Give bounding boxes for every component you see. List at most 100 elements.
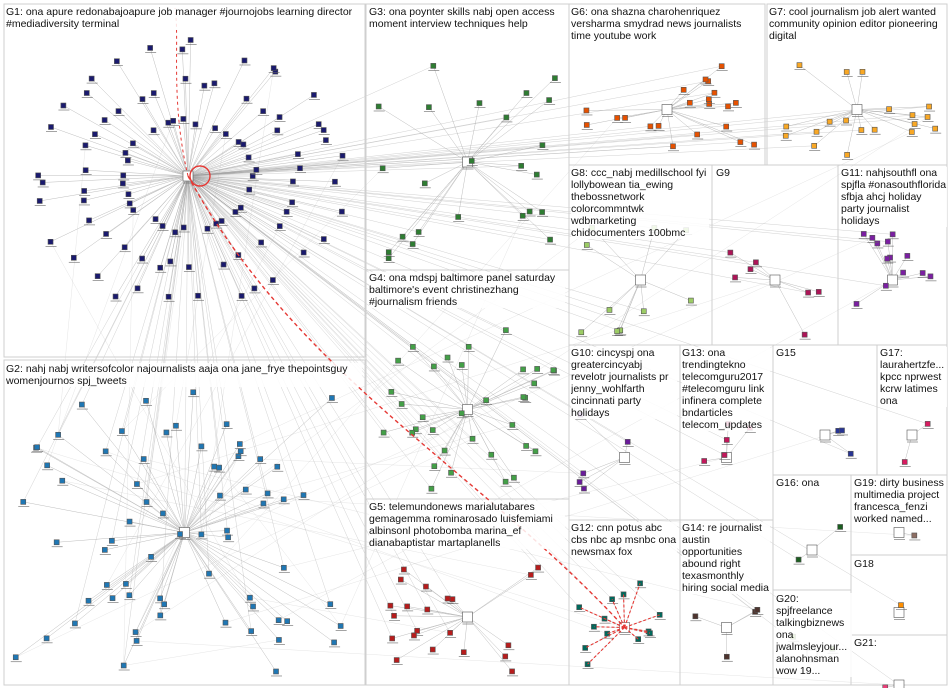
node[interactable] bbox=[339, 208, 345, 215]
node[interactable] bbox=[732, 274, 738, 281]
node[interactable] bbox=[404, 603, 410, 610]
node[interactable] bbox=[180, 224, 187, 231]
node[interactable] bbox=[81, 197, 87, 204]
hub-node[interactable] bbox=[619, 452, 630, 463]
node[interactable] bbox=[911, 532, 918, 539]
node[interactable] bbox=[280, 496, 287, 503]
node[interactable] bbox=[235, 453, 242, 460]
node[interactable] bbox=[444, 595, 451, 602]
node[interactable] bbox=[160, 510, 166, 517]
node[interactable] bbox=[837, 524, 843, 530]
node[interactable] bbox=[701, 458, 707, 464]
node[interactable] bbox=[909, 112, 916, 118]
node[interactable] bbox=[782, 132, 789, 139]
node[interactable] bbox=[248, 628, 254, 634]
node[interactable] bbox=[511, 474, 517, 481]
node[interactable] bbox=[237, 448, 244, 455]
node[interactable] bbox=[581, 485, 587, 492]
node[interactable] bbox=[249, 173, 256, 179]
node[interactable] bbox=[532, 448, 539, 455]
node[interactable] bbox=[640, 308, 647, 315]
node[interactable] bbox=[692, 613, 699, 620]
node[interactable] bbox=[55, 431, 61, 438]
node[interactable] bbox=[546, 97, 552, 103]
node[interactable] bbox=[904, 253, 911, 259]
node[interactable] bbox=[48, 124, 54, 130]
node[interactable] bbox=[843, 69, 850, 75]
node[interactable] bbox=[300, 249, 307, 256]
node[interactable] bbox=[889, 231, 896, 238]
node[interactable] bbox=[157, 264, 163, 271]
node[interactable] bbox=[389, 635, 395, 642]
hub-node[interactable] bbox=[893, 679, 905, 688]
node[interactable] bbox=[429, 427, 436, 433]
node[interactable] bbox=[126, 592, 133, 599]
node[interactable] bbox=[393, 657, 400, 663]
node[interactable] bbox=[321, 236, 327, 242]
node[interactable] bbox=[206, 570, 212, 577]
node[interactable] bbox=[182, 75, 189, 82]
node[interactable] bbox=[428, 485, 435, 492]
node[interactable] bbox=[476, 100, 483, 106]
node[interactable] bbox=[858, 127, 865, 133]
node[interactable] bbox=[223, 421, 230, 427]
node[interactable] bbox=[702, 76, 709, 83]
node[interactable] bbox=[502, 478, 509, 485]
node[interactable] bbox=[12, 654, 19, 661]
node[interactable] bbox=[225, 534, 231, 541]
node[interactable] bbox=[723, 437, 730, 443]
node[interactable] bbox=[448, 469, 454, 476]
node[interactable] bbox=[528, 572, 534, 578]
node[interactable] bbox=[120, 662, 127, 669]
node[interactable] bbox=[411, 632, 417, 639]
node[interactable] bbox=[190, 389, 197, 396]
node[interactable] bbox=[82, 142, 89, 149]
hub-node[interactable] bbox=[851, 104, 863, 115]
node[interactable] bbox=[123, 581, 129, 587]
node[interactable] bbox=[121, 244, 128, 251]
node[interactable] bbox=[415, 229, 422, 235]
node[interactable] bbox=[172, 229, 178, 236]
node[interactable] bbox=[380, 429, 387, 436]
node[interactable] bbox=[458, 410, 465, 417]
node[interactable] bbox=[329, 395, 335, 401]
node[interactable] bbox=[444, 354, 451, 361]
node[interactable] bbox=[103, 231, 109, 237]
node[interactable] bbox=[431, 463, 438, 469]
node[interactable] bbox=[327, 601, 334, 607]
node[interactable] bbox=[36, 198, 43, 204]
node[interactable] bbox=[578, 329, 585, 336]
node[interactable] bbox=[216, 464, 222, 471]
node[interactable] bbox=[885, 238, 891, 245]
node[interactable] bbox=[385, 249, 392, 255]
node[interactable] bbox=[125, 191, 132, 197]
node[interactable] bbox=[270, 277, 276, 283]
node[interactable] bbox=[177, 531, 183, 537]
node[interactable] bbox=[284, 618, 290, 624]
node[interactable] bbox=[606, 307, 613, 313]
node[interactable] bbox=[421, 180, 428, 187]
node[interactable] bbox=[502, 653, 509, 660]
node[interactable] bbox=[270, 65, 277, 71]
node[interactable] bbox=[737, 139, 744, 145]
node[interactable] bbox=[94, 273, 101, 279]
hub-node[interactable] bbox=[462, 611, 473, 623]
node[interactable] bbox=[260, 500, 267, 507]
node[interactable] bbox=[839, 427, 845, 434]
node[interactable] bbox=[289, 199, 295, 206]
node[interactable] bbox=[919, 270, 926, 276]
node[interactable] bbox=[251, 285, 258, 292]
node[interactable] bbox=[198, 531, 205, 538]
node[interactable] bbox=[223, 131, 229, 137]
node[interactable] bbox=[519, 212, 526, 219]
node[interactable] bbox=[547, 236, 553, 243]
node[interactable] bbox=[102, 448, 109, 455]
node[interactable] bbox=[413, 426, 419, 433]
node[interactable] bbox=[465, 343, 472, 350]
node[interactable] bbox=[157, 612, 164, 619]
node[interactable] bbox=[150, 90, 157, 96]
hub-node[interactable] bbox=[721, 622, 732, 633]
node[interactable] bbox=[339, 152, 346, 159]
node[interactable] bbox=[126, 518, 133, 525]
node[interactable] bbox=[86, 217, 92, 224]
